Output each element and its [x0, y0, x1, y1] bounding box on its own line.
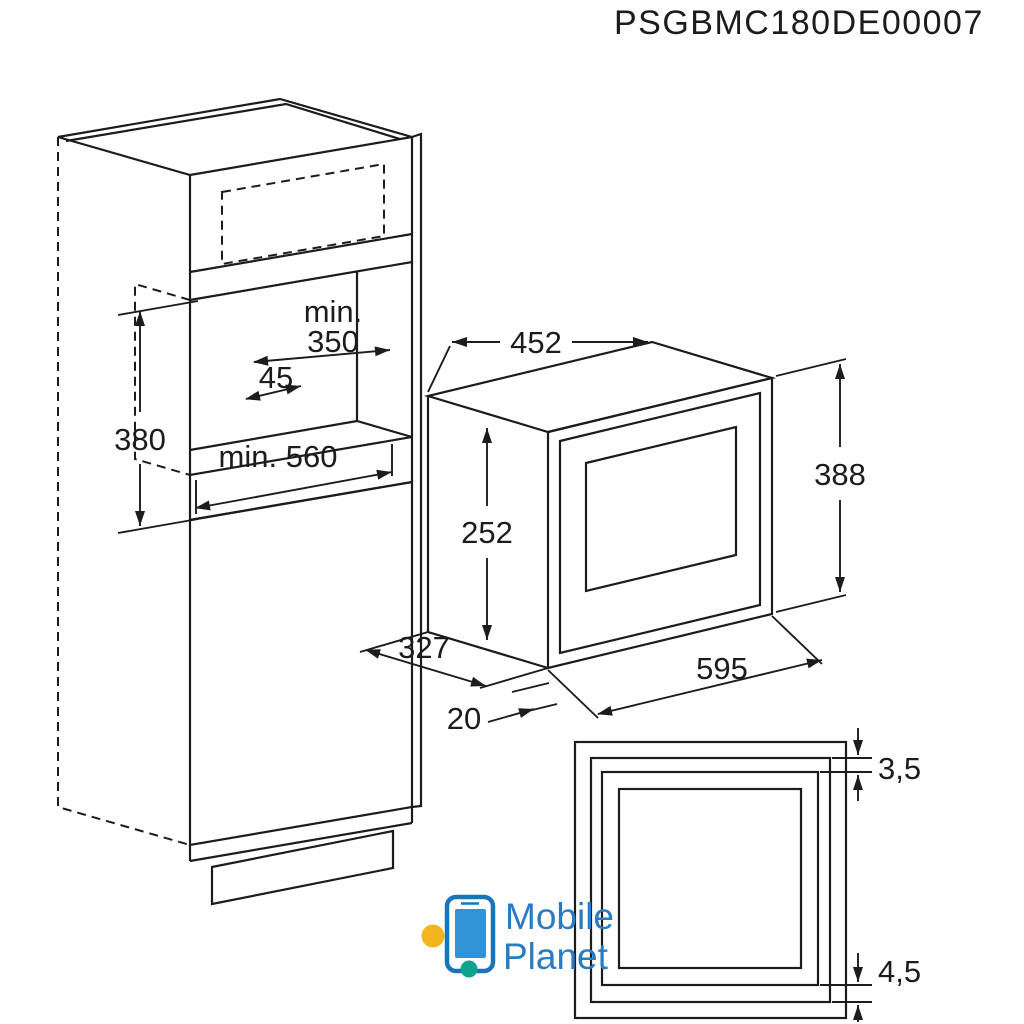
cabinet-door — [188, 480, 414, 847]
watermark-line2: Planet — [503, 936, 609, 977]
watermark-text: Mobile Planet — [503, 896, 614, 977]
cabinet-bottom-band — [188, 807, 414, 863]
dim-20-arrow — [487, 708, 535, 723]
cabinet-upper-hidden-opening — [221, 162, 385, 266]
front-view-oven-window — [617, 787, 803, 970]
dim-595-arrow — [597, 658, 823, 716]
dimension-labels: min. 350 45 380 min. 560 452 388 252 595… — [114, 294, 921, 989]
oven-door-frame — [558, 391, 762, 655]
niche-hidden-left — [134, 282, 191, 476]
front-view-oven-front — [600, 770, 820, 987]
dim-595-extension-left — [547, 669, 599, 719]
cabinet-side-strip — [411, 132, 423, 809]
cabinet-top-face — [57, 97, 413, 177]
dim-595-extension-right — [771, 615, 823, 665]
dim-20-tick-1 — [511, 682, 550, 693]
label-595: 595 — [696, 651, 748, 686]
dim-327-arrow — [365, 649, 487, 687]
label-327: 327 — [398, 630, 450, 665]
model-number: PSGBMC180DE00007 — [614, 4, 984, 42]
label-452: 452 — [510, 325, 562, 360]
dim-327-extension-left — [359, 631, 429, 653]
oven-door — [546, 376, 774, 670]
label-20: 20 — [447, 701, 481, 736]
dim-350-arrow — [253, 346, 391, 366]
front-view-gap-dims — [820, 728, 872, 1022]
cabinet-upper-shelf-edge — [189, 232, 413, 274]
dimension-lines — [117, 300, 847, 723]
label-252: 252 — [461, 515, 513, 550]
oven-door-window — [584, 425, 738, 593]
watermark-dot-teal — [460, 960, 478, 978]
dim-388-extension-bottom — [775, 594, 847, 613]
dim-380-tick-bottom — [117, 518, 199, 534]
front-view-cabinet-outer — [573, 740, 848, 1020]
dim-380-tick-top — [117, 300, 199, 316]
dim-388-extension-top — [775, 358, 847, 377]
label-350: 350 — [307, 324, 359, 359]
label-min: min. — [304, 294, 363, 329]
label-380: 380 — [114, 422, 166, 457]
label-3-5: 3,5 — [878, 751, 921, 786]
dim-560-arrow — [195, 469, 393, 511]
watermark: Mobile Planet — [421, 894, 614, 978]
niche-interior — [189, 271, 413, 452]
cabinet-top-thickness — [65, 102, 401, 143]
phone-screen — [455, 909, 486, 958]
oven — [423, 340, 777, 670]
dim-327-extension-right — [479, 667, 549, 689]
watermark-dot-yellow — [421, 924, 445, 948]
watermark-line1: Mobile — [505, 896, 614, 937]
cabinet-plinth — [210, 829, 395, 906]
label-4-5: 4,5 — [878, 954, 921, 989]
label-min-560: min. 560 — [219, 439, 338, 474]
cabinet-hidden-back — [57, 137, 191, 846]
label-45: 45 — [259, 360, 293, 395]
front-view-cabinet-inner — [589, 756, 832, 1004]
dim-452-extension — [427, 345, 451, 393]
cabinet — [57, 97, 423, 906]
front-view — [573, 728, 872, 1022]
dim-45-arrow — [245, 384, 302, 401]
label-388: 388 — [814, 457, 866, 492]
